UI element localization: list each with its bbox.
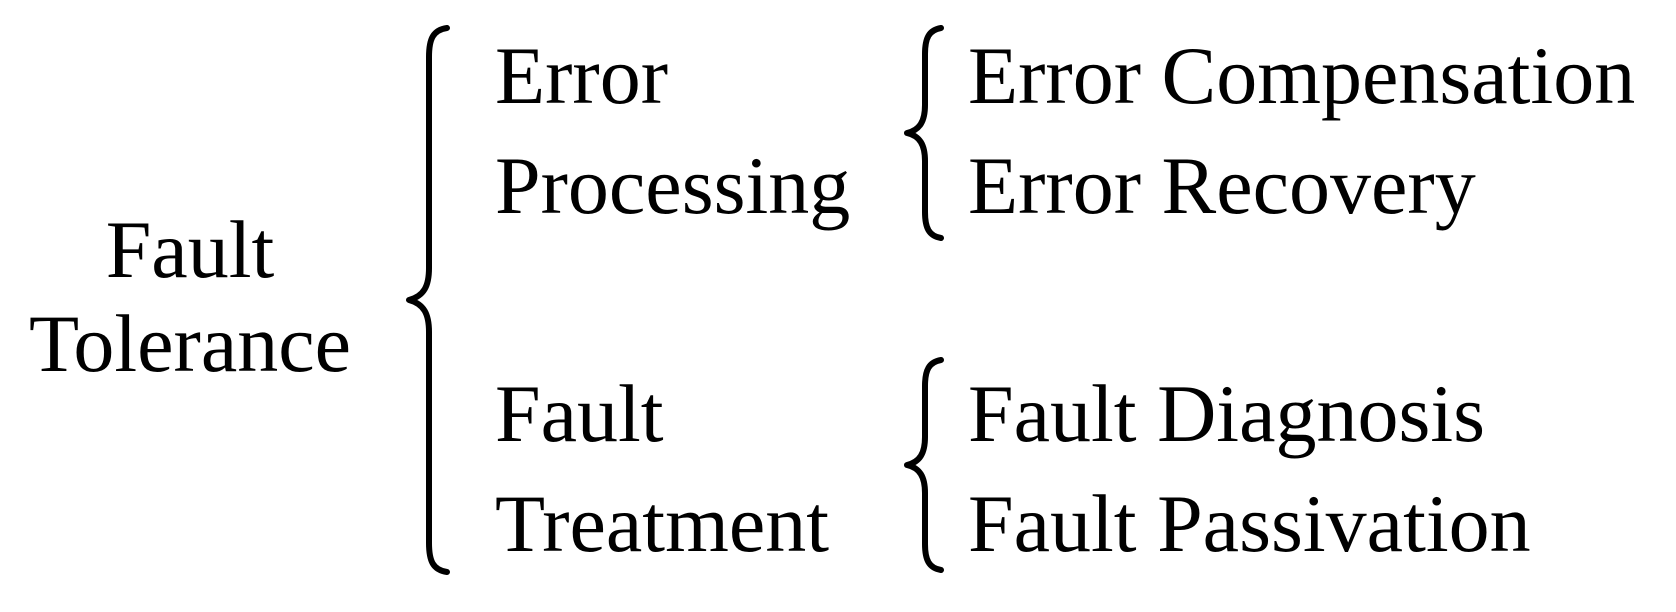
leaf-error-compensation: Error Compensation	[968, 30, 1636, 121]
root-brace-icon	[406, 25, 450, 575]
root-node-label: Fault Tolerance	[20, 203, 360, 391]
fault-treatment-brace-icon	[904, 357, 944, 573]
leaf-fault-diagnosis: Fault Diagnosis	[968, 368, 1486, 459]
error-processing-brace-icon	[904, 25, 944, 241]
leaf-error-recovery: Error Recovery	[968, 140, 1476, 231]
branch-error-processing-line-1: Error	[495, 30, 669, 121]
root-label-line-1: Fault	[105, 204, 275, 295]
branch-node-error-processing: Error Processing	[495, 21, 850, 241]
branch-node-fault-treatment: Fault Treatment	[495, 359, 829, 579]
leaf-fault-passivation: Fault Passivation	[968, 478, 1531, 569]
fault-treatment-leaves: Fault Diagnosis Fault Passivation	[968, 359, 1531, 579]
branch-error-processing-line-2: Processing	[495, 140, 851, 231]
branch-fault-treatment-line-1: Fault	[495, 368, 664, 459]
root-label-line-2: Tolerance	[28, 298, 352, 389]
error-processing-leaves: Error Compensation Error Recovery	[968, 21, 1635, 241]
branch-fault-treatment-line-2: Treatment	[495, 478, 830, 569]
